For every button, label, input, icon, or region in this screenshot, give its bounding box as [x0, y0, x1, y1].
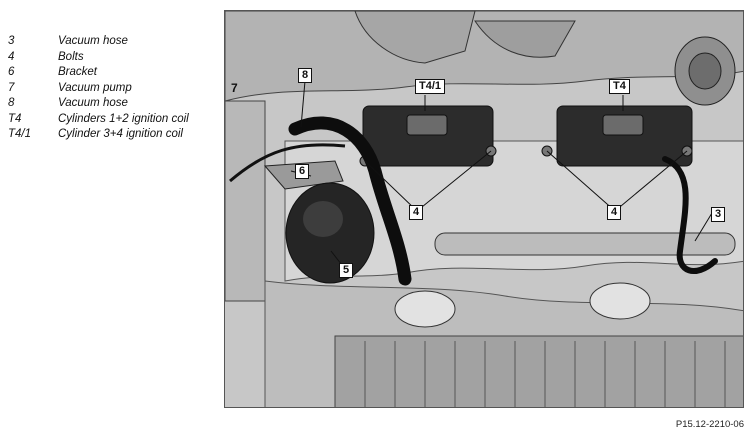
- callout-3: 3: [711, 207, 726, 222]
- callout-4-right: 4: [607, 205, 622, 220]
- legend-key: 8: [8, 97, 15, 109]
- legend-key: 4: [8, 50, 15, 63]
- coil-connector: [602, 114, 644, 136]
- legend-row: T4/1 Cylinder 3+4 ignition coil: [8, 127, 189, 143]
- legend-desc: Bolts: [58, 50, 84, 63]
- legend-desc: Cylinder 3+4 ignition coil: [58, 128, 183, 140]
- intake-runner: [474, 20, 576, 58]
- engine-side-panel: [225, 100, 266, 302]
- callout-t4: T4: [609, 79, 630, 94]
- ignition-coil-t4: [556, 105, 693, 167]
- legend-key: T4: [8, 112, 22, 125]
- legend-desc: Vacuum pump: [58, 81, 132, 94]
- callout-t4-1: T4/1: [415, 79, 446, 94]
- oil-pan-ribs: [364, 341, 726, 407]
- vacuum-pump-cap: [303, 201, 343, 237]
- callout-6: 6: [295, 164, 310, 179]
- legend-row: 3 Vacuum hose: [8, 34, 189, 50]
- legend-row: 8 Vacuum hose: [8, 96, 189, 112]
- fuel-rail: [434, 232, 736, 256]
- legend-desc: Vacuum hose: [58, 97, 128, 109]
- legend-key: 7: [8, 81, 15, 94]
- legend-key: T4/1: [8, 128, 32, 140]
- legend-row: 7 Vacuum pump: [8, 81, 189, 97]
- injector-boss: [394, 290, 456, 328]
- turbo-inlet: [688, 52, 722, 90]
- legend-row: 6 Bracket: [8, 65, 189, 81]
- engine-drawing: [225, 11, 743, 407]
- legend-row: T4 Cylinders 1+2 ignition coil: [8, 112, 189, 128]
- legend-row: 4 Bolts: [8, 50, 189, 66]
- intake-runner: [354, 11, 476, 64]
- callout-5: 5: [339, 263, 354, 278]
- wiring-cable: [229, 143, 346, 183]
- injector-boss: [589, 282, 651, 320]
- legend-desc: Bracket: [58, 66, 97, 78]
- coil-connector: [406, 114, 448, 136]
- legend-key: 3: [8, 35, 15, 47]
- legend-desc: Vacuum hose: [58, 35, 128, 47]
- vacuum-hose-3: [662, 156, 718, 274]
- legend-desc: Cylinders 1+2 ignition coil: [58, 112, 189, 125]
- callout-4-left: 4: [409, 205, 424, 220]
- callout-7: 7: [231, 81, 238, 95]
- callout-8: 8: [298, 68, 313, 83]
- figure-code: P15.12-2210-06: [675, 419, 744, 430]
- engine-illustration: T4/1 T4 8 7 6 4 4 3 5: [224, 10, 744, 408]
- oil-pan: [334, 335, 743, 407]
- legend-key: 6: [8, 66, 15, 78]
